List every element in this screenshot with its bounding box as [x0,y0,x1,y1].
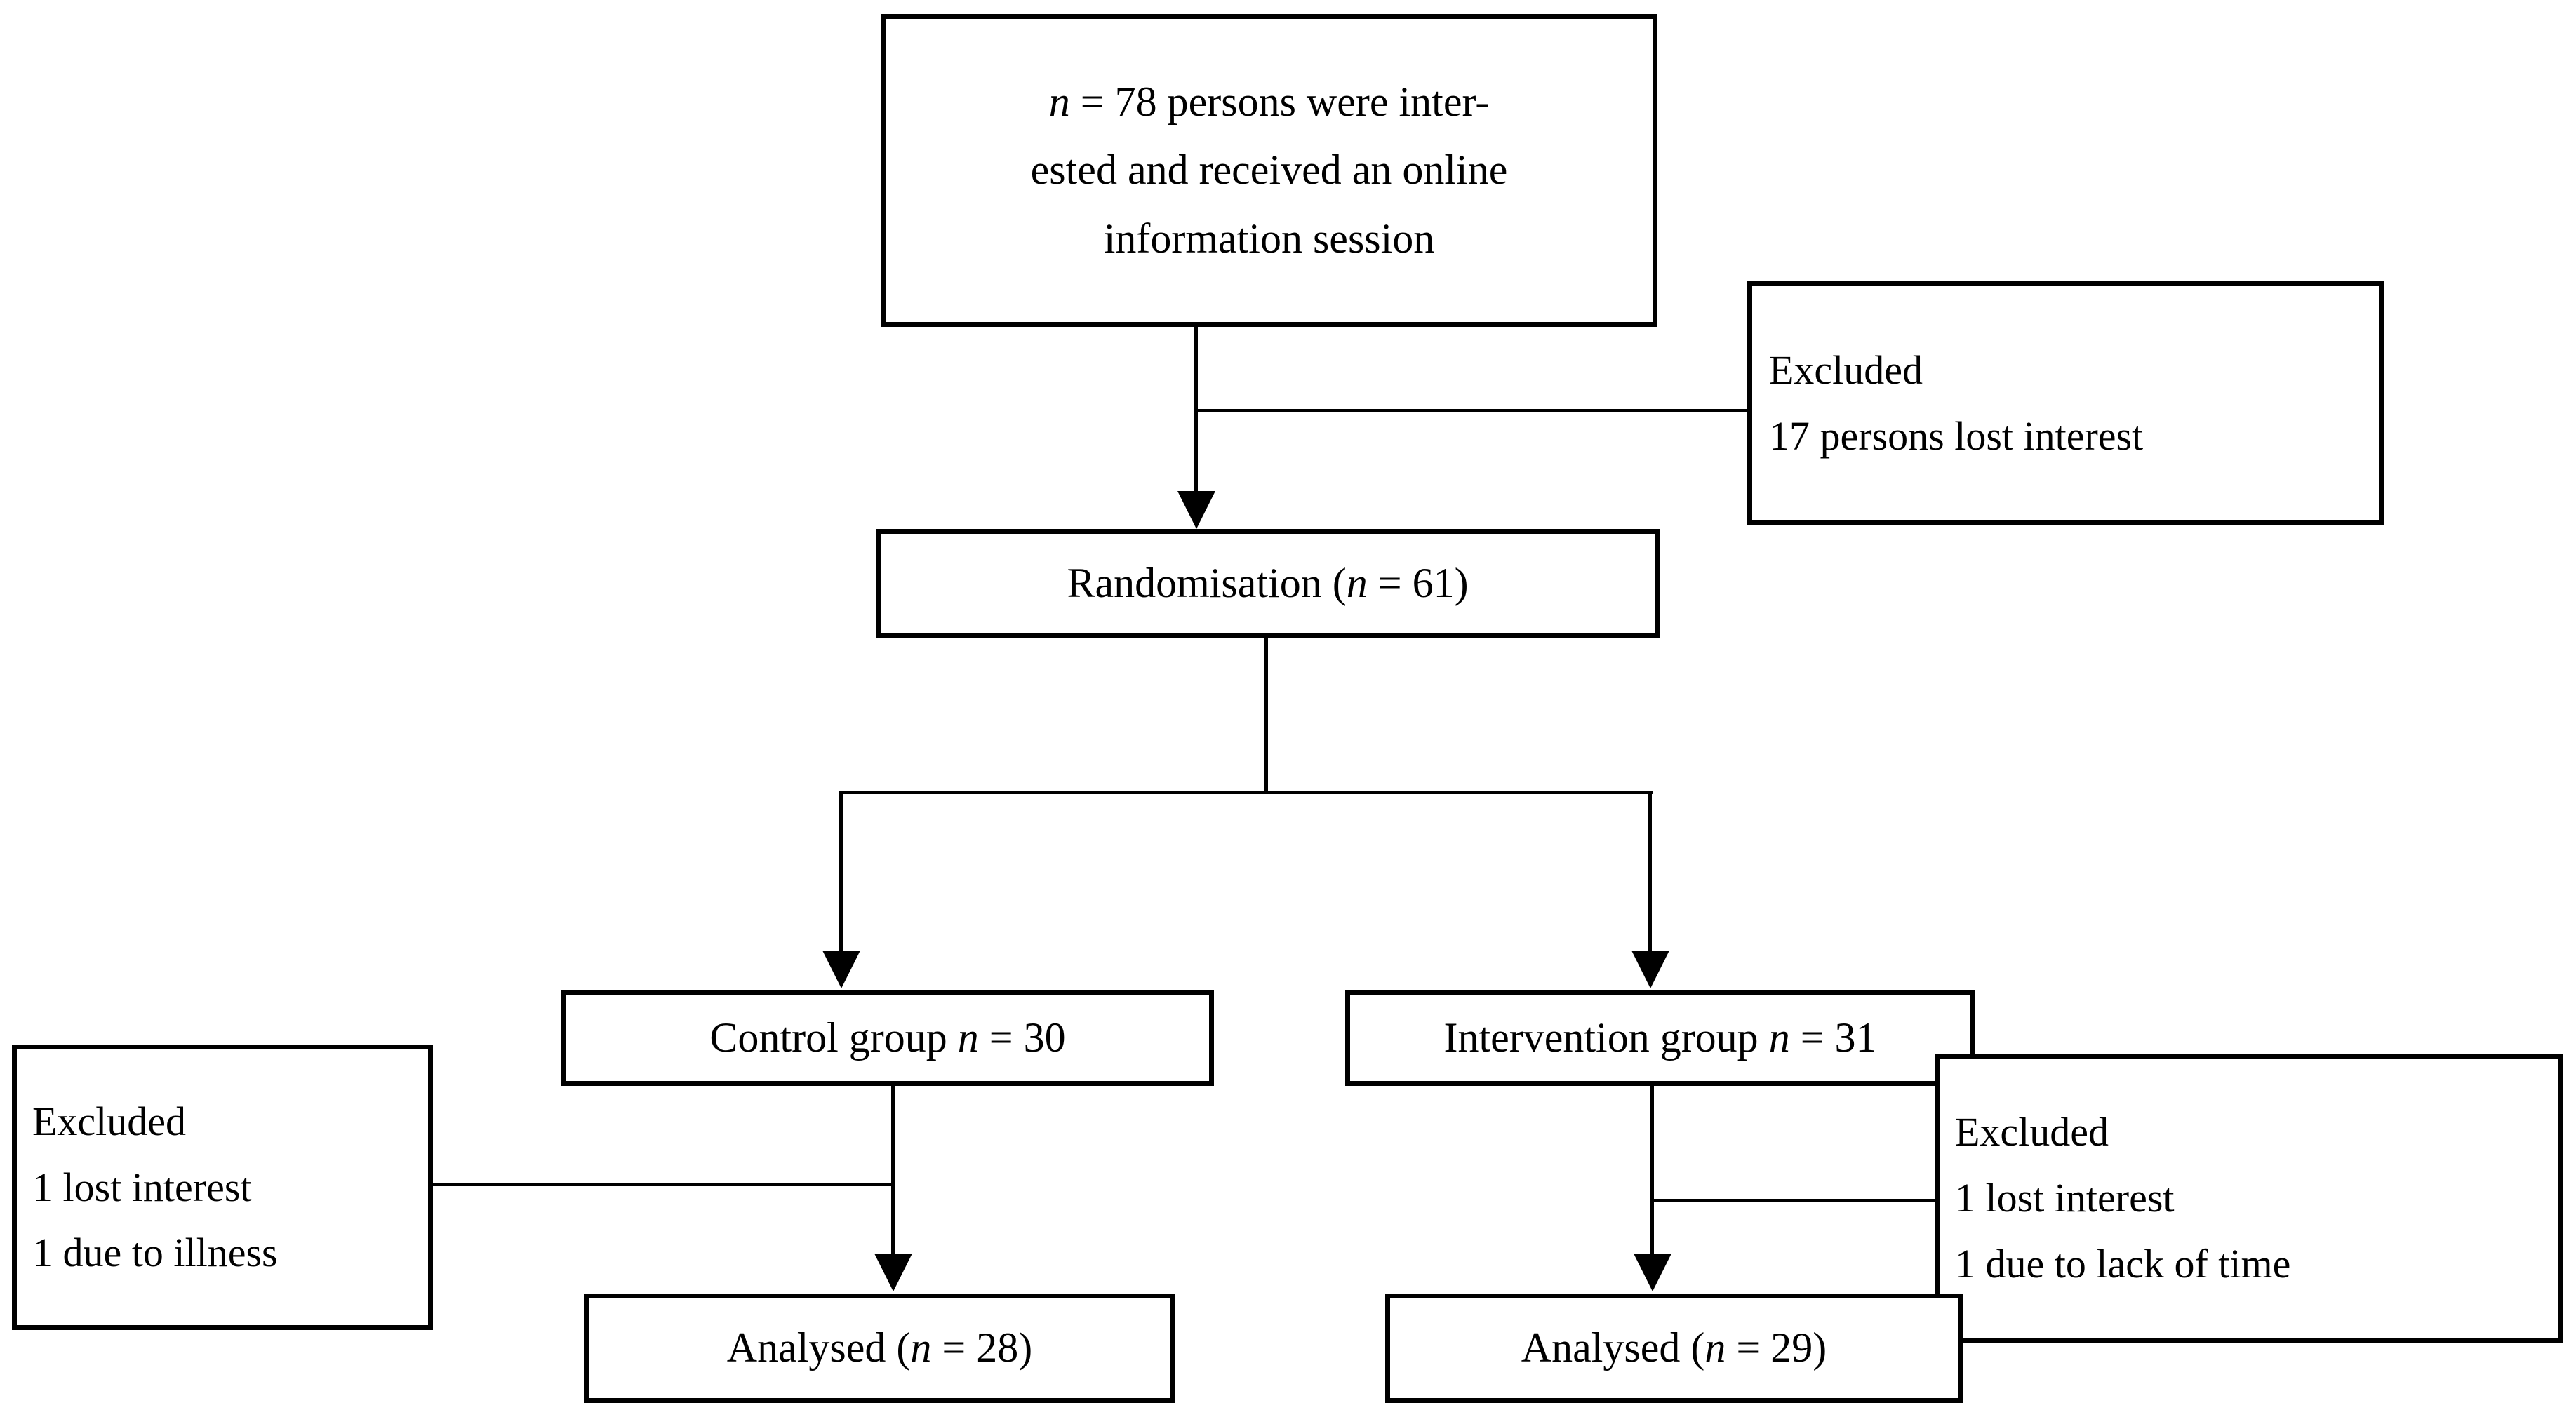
intervention-group-box: Intervention group n = 31 [1345,990,1975,1086]
screened-line-1-rest: = 78 persons were inter- [1069,79,1490,126]
control-group-label: Control group n = 30 [709,1004,1065,1072]
arrowhead-to-control-group [822,951,860,988]
arrowhead-to-intervention-group [1631,951,1669,988]
italic-n-intervention: n [1768,1014,1790,1061]
excluded-intervention-heading: Excluded [1955,1109,2109,1155]
connector-intervention-to-analysed [1650,1086,1654,1255]
connector-randomisation-split [839,791,1653,794]
italic-n-1: n [1048,79,1070,126]
connector-intervention-to-excluded [1653,1199,1937,1202]
excluded-control-reason-1: 1 lost interest [32,1164,252,1210]
control-group-label-before: Control group [709,1014,958,1061]
italic-n-analysed-control: n [910,1324,932,1371]
analysed-control-label: Analysed (n = 28) [727,1314,1032,1382]
arrowhead-to-analysed-control [874,1254,912,1291]
connector-randomisation-to-intervention [1648,791,1652,952]
control-group-box: Control group n = 30 [561,990,1214,1086]
analysed-control-box: Analysed (n = 28) [584,1294,1175,1403]
intervention-group-label: Intervention group n = 31 [1443,1004,1876,1072]
connector-randomisation-stem [1264,638,1268,793]
excluded-intervention-reason-2: 1 due to lack of time [1955,1240,2291,1287]
screened-line-1: n = 78 persons were inter- [1049,68,1489,136]
italic-n-analysed-intervention: n [1704,1324,1726,1371]
control-group-label-after: = 30 [978,1014,1066,1061]
arrowhead-to-randomisation [1177,491,1215,529]
italic-n-random: n [1346,559,1368,606]
randomisation-label-after: = 61) [1367,559,1469,606]
excluded-intervention-box: Excluded 1 lost interest 1 due to lack o… [1935,1054,2563,1343]
excluded-control-reason-2: 1 due to illness [32,1230,278,1276]
screened-line-3: information session [1103,215,1435,262]
italic-n-control: n [957,1014,979,1061]
randomisation-label: Randomisation (n = 61) [1067,549,1468,617]
analysed-control-label-before: Analysed ( [726,1324,911,1371]
excluded-top-heading: Excluded [1769,347,1923,393]
excluded-intervention-reason-1: 1 lost interest [1955,1175,2175,1221]
excluded-control-box: Excluded 1 lost interest 1 due to illnes… [12,1045,433,1330]
analysed-intervention-label-after: = 29) [1726,1324,1827,1371]
randomisation-box: Randomisation (n = 61) [876,529,1660,638]
arrowhead-to-analysed-intervention [1634,1254,1671,1291]
intervention-group-label-after: = 31 [1789,1014,1877,1061]
connector-randomisation-to-control [839,791,843,952]
connector-screened-to-excluded-top [1196,409,1749,412]
analysed-intervention-box: Analysed (n = 29) [1385,1294,1963,1403]
screened-line-2: ested and received an online [1030,147,1508,194]
excluded-top-box: Excluded 17 persons lost interest [1747,281,2384,525]
excluded-control-heading: Excluded [32,1098,187,1144]
connector-control-to-analysed [891,1086,895,1255]
connector-screened-to-randomisation [1194,327,1198,495]
connector-control-to-excluded [432,1183,895,1186]
randomisation-label-before: Randomisation ( [1067,559,1347,606]
analysed-control-label-after: = 28) [931,1324,1033,1371]
intervention-group-label-before: Intervention group [1443,1014,1769,1061]
excluded-top-reason: 17 persons lost interest [1769,412,2144,459]
analysed-intervention-label: Analysed (n = 29) [1521,1314,1827,1382]
analysed-intervention-label-before: Analysed ( [1521,1324,1705,1371]
screened-box: n = 78 persons were inter- ested and rec… [881,14,1657,327]
